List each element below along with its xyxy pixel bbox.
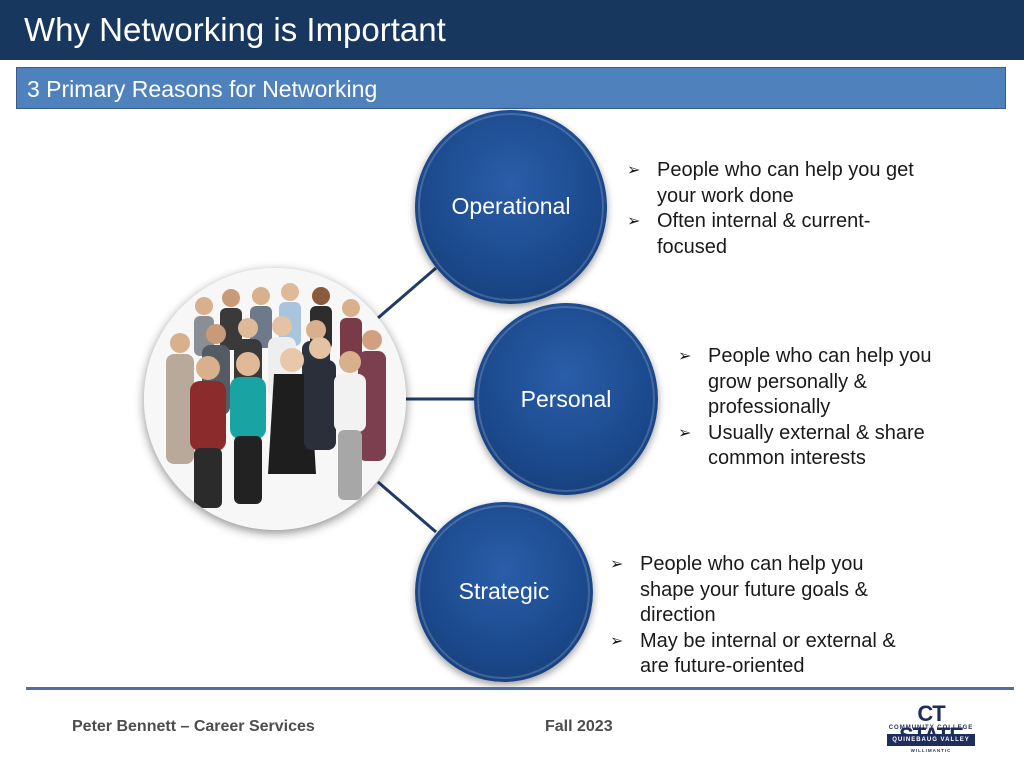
footer-presenter: Peter Bennett – Career Services [72,718,315,735]
connector-strategic [377,480,437,534]
arrowhead-bullet-icon: ➢ [678,348,692,365]
bullets-operational: ➢People who can help you get your work d… [625,158,945,260]
logo-sub-text: COMMUNITY COLLEGE [888,725,974,731]
connector-operational [377,266,437,320]
bullets-strategic: ➢People who can help you shape your futu… [608,552,920,680]
arrowhead-bullet-icon: ➢ [627,213,641,230]
arrowhead-bullet-icon: ➢ [627,162,641,179]
group-of-people-photo [144,268,406,530]
slide-title: Why Networking is Important [24,11,446,48]
bullet-item: ➢People who can help you shape your futu… [610,553,868,626]
reason-label-personal: Personal [520,386,612,412]
arrowhead-bullet-icon: ➢ [678,424,692,442]
slide-subtitle: 3 Primary Reasons for Networking [27,76,378,102]
title-bar: Why Networking is Important [0,0,1024,60]
arrowhead-bullet-icon: ➢ [610,556,624,573]
bullet-item: ➢Usually external & share common interes… [678,421,925,470]
logo-campus-text: QUINEBAUG VALLEY [887,734,975,746]
reason-label-strategic: Strategic [458,578,550,604]
reason-circle-personal: Personal [474,303,658,495]
ct-state-logo: CT STATE COMMUNITY COLLEGE QUINEBAUG VAL… [886,703,976,755]
reason-circle-operational: Operational [415,110,607,304]
people-illustration [144,268,406,530]
bullet-item: ➢People who can help you grow personally… [678,345,932,418]
bullets-personal: ➢People who can help you grow personally… [676,344,956,472]
reason-circle-strategic: Strategic [415,502,593,682]
bullet-item: ➢Often internal & current-focused [627,210,871,258]
subtitle-bar: 3 Primary Reasons for Networking [16,67,1006,109]
logo-town-text: WILLIMANTIC [910,748,952,753]
footer-divider [26,687,1014,690]
bullet-item: ➢People who can help you get your work d… [627,159,914,207]
arrowhead-bullet-icon: ➢ [610,632,624,650]
bullet-item: ➢May be internal or external & are futur… [610,629,896,678]
reason-label-operational: Operational [451,193,571,219]
footer-term: Fall 2023 [545,718,613,735]
